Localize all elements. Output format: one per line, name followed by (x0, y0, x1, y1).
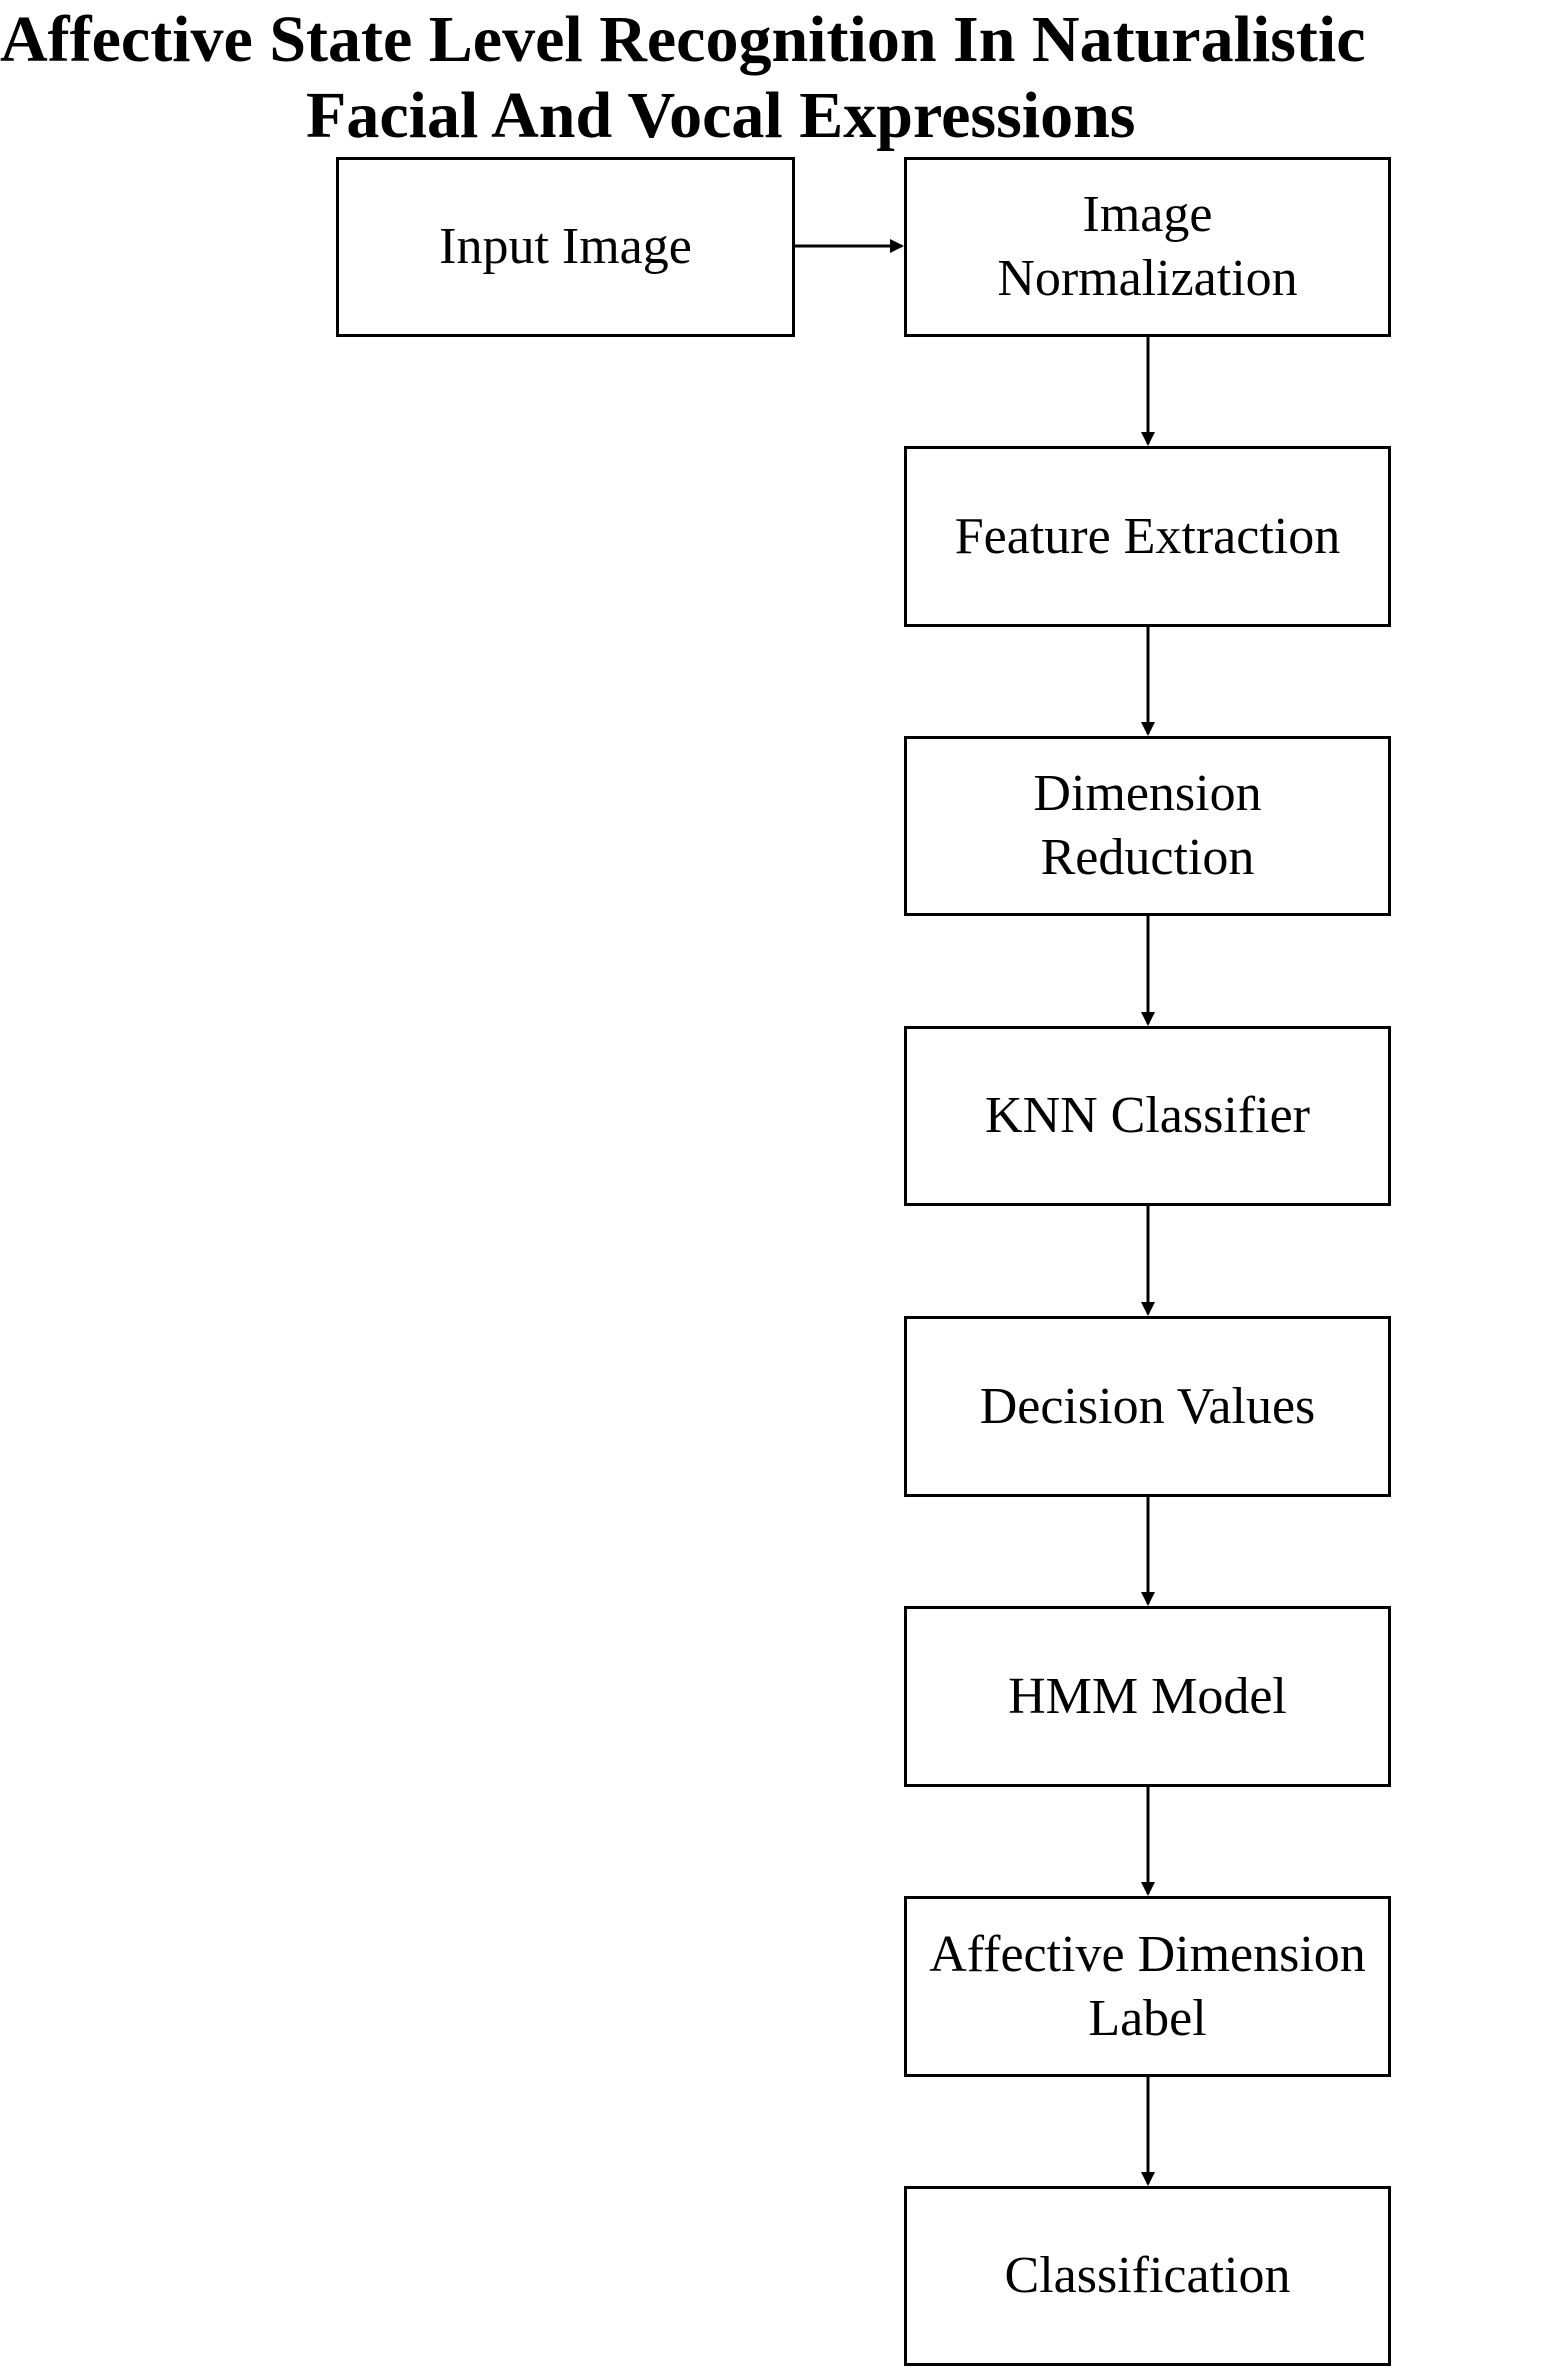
node-hmm-model: HMM Model (904, 1606, 1391, 1787)
node-image-normalization: Image Normalization (904, 157, 1391, 337)
diagram-title-line-1: Affective State Level Recognition In Nat… (0, 3, 1366, 76)
diagram-title-line-2: Facial And Vocal Expressions (306, 79, 1136, 152)
node-classification-label: Classification (1004, 2247, 1291, 2304)
node-classification: Classification (904, 2186, 1391, 2366)
node-dimension-reduction: Dimension Reduction (904, 736, 1391, 916)
node-knn-classifier-label: KNN Classifier (985, 1087, 1310, 1144)
diagram-title: Affective State Level Recognition In Nat… (0, 2, 1551, 154)
node-input-image: Input Image (336, 157, 795, 337)
node-dimension-reduction-label: Dimension Reduction (1033, 765, 1262, 886)
node-affective-dimension-label-text: Affective Dimension Label (929, 1925, 1366, 2047)
node-input-image-label: Input Image (439, 218, 692, 275)
node-hmm-model-label: HMM Model (1008, 1667, 1287, 1725)
node-feature-extraction: Feature Extraction (904, 446, 1391, 627)
node-decision-values-label: Decision Values (979, 1377, 1316, 1435)
node-knn-classifier: KNN Classifier (904, 1026, 1391, 1206)
node-feature-extraction-label: Feature Extraction (954, 507, 1341, 565)
node-decision-values: Decision Values (904, 1316, 1391, 1497)
node-image-normalization-label: Image Normalization (997, 186, 1298, 307)
node-affective-dimension-label: Affective Dimension Label (904, 1896, 1391, 2077)
